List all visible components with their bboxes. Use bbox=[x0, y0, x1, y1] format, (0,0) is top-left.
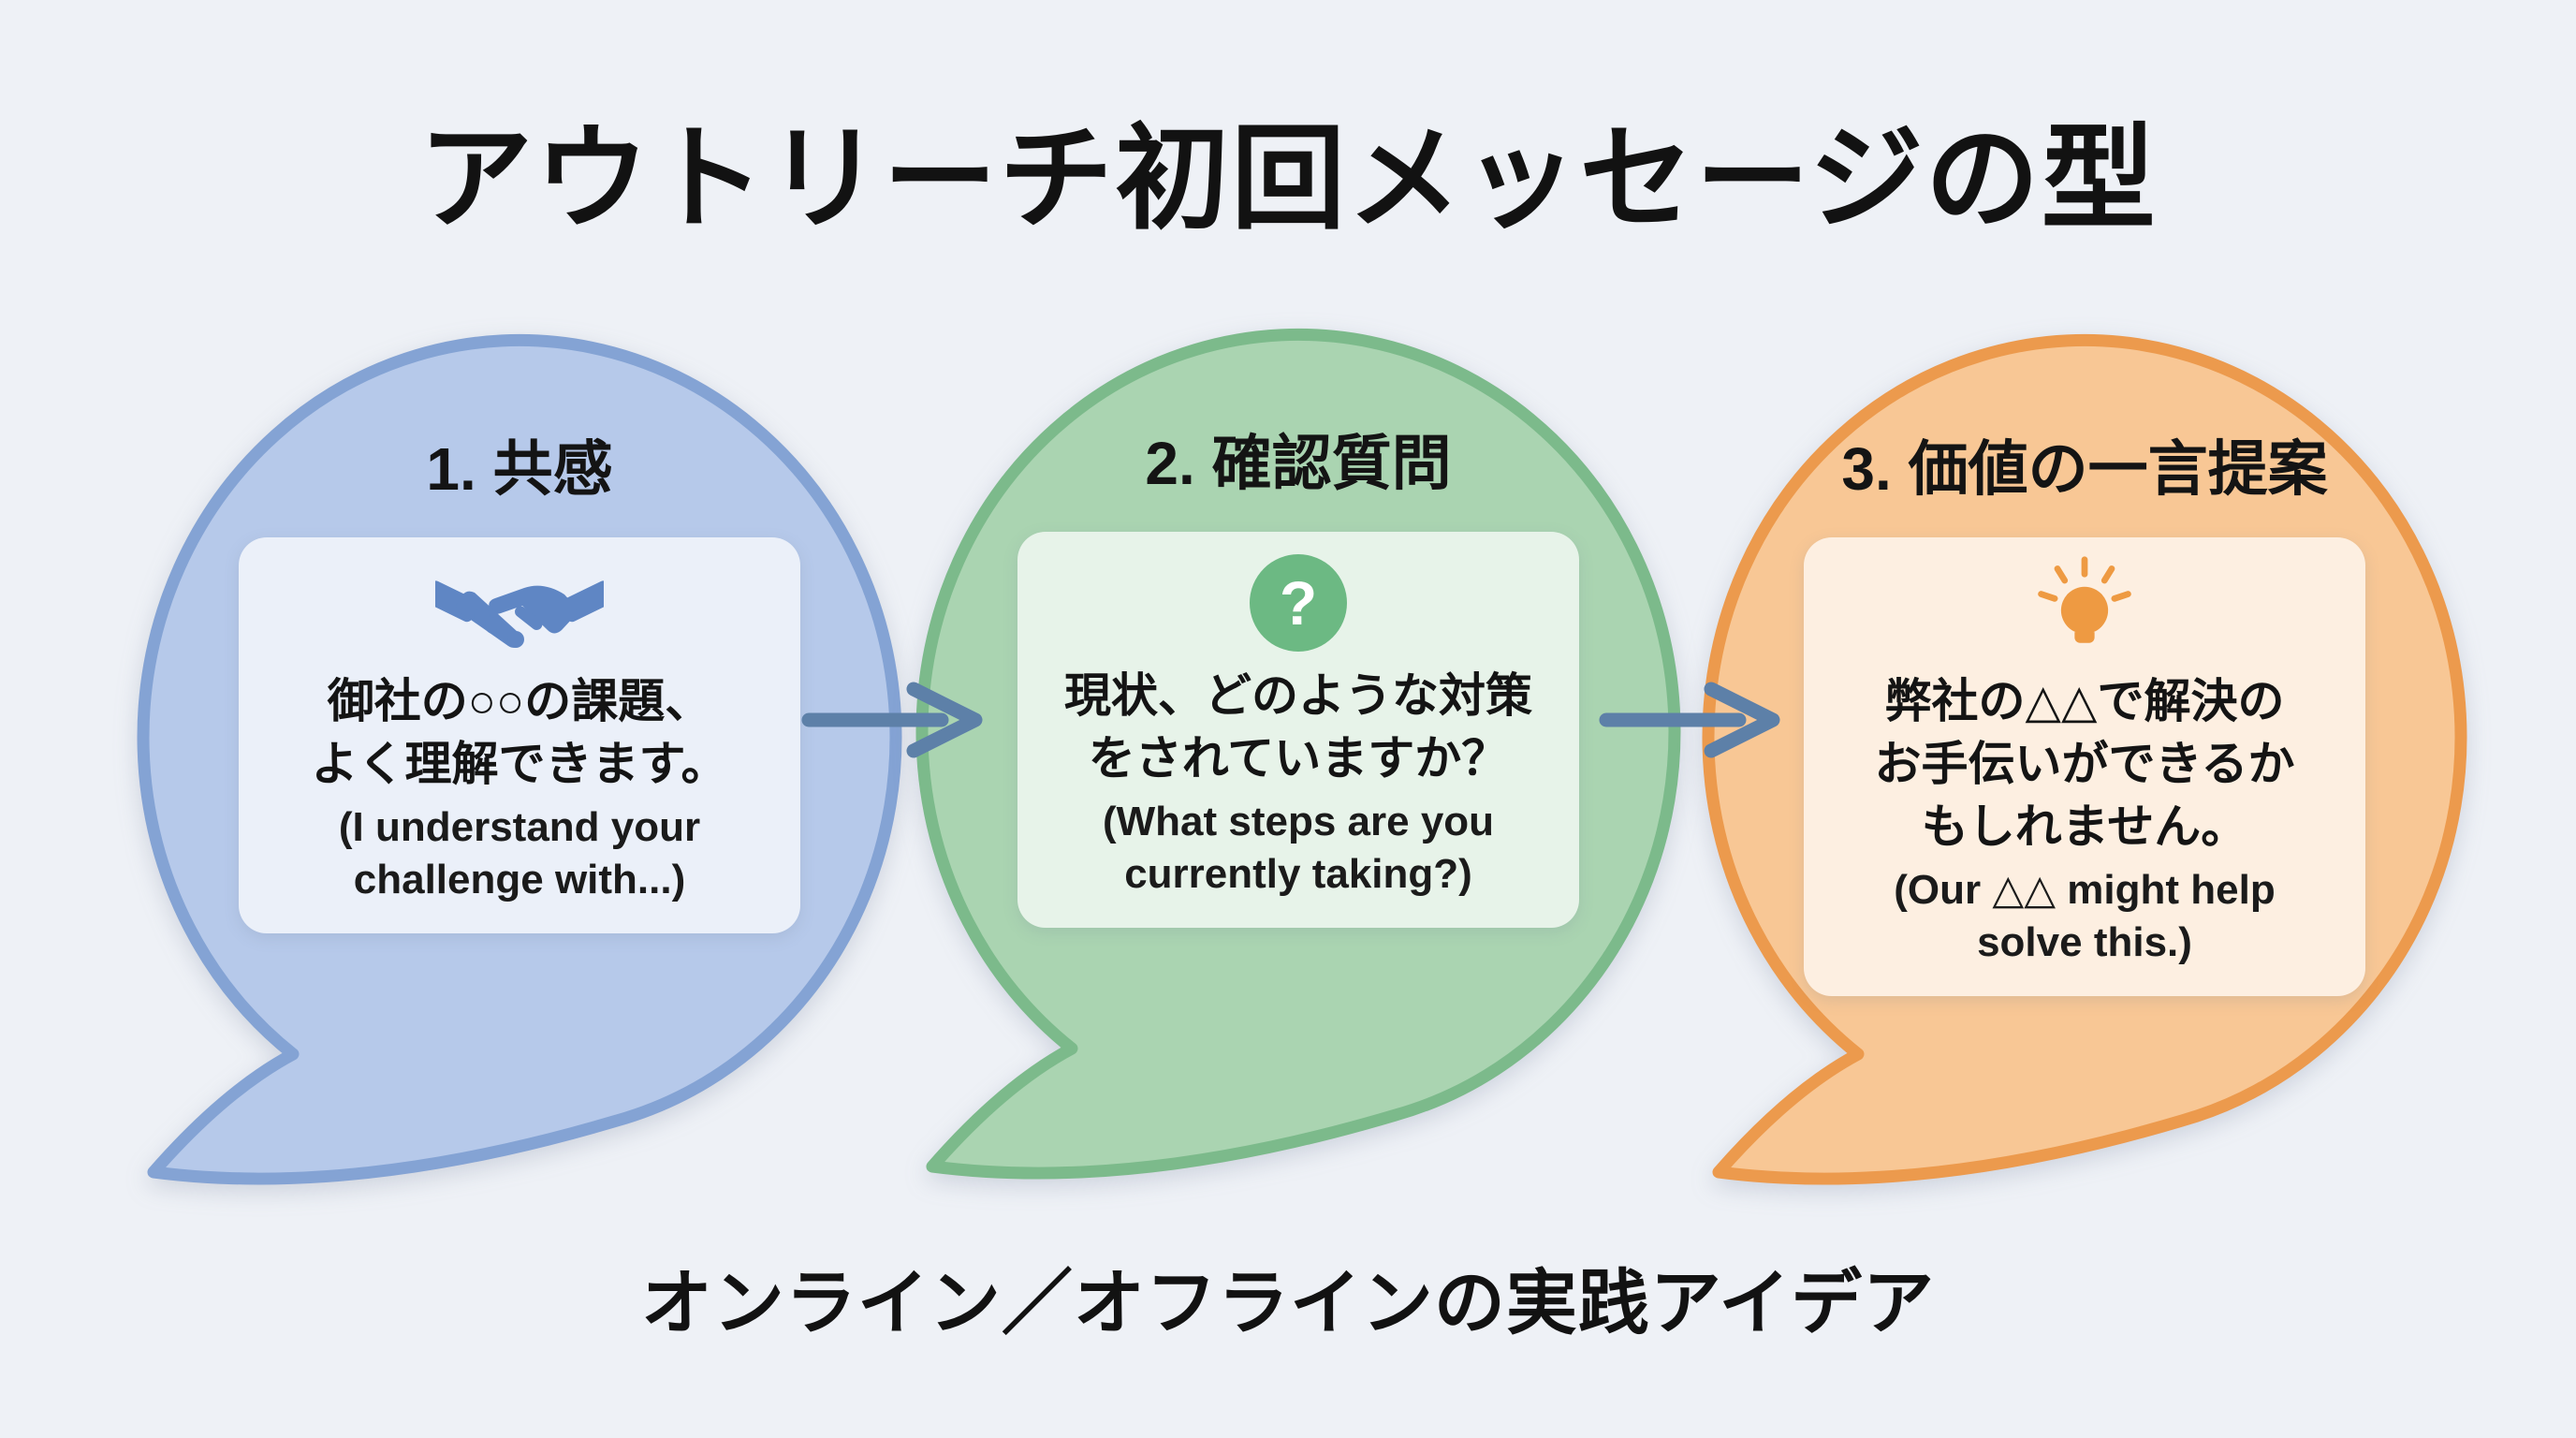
step-text-jp: 弊社の△△で解決の お手伝いができるか もしれません。 bbox=[1874, 675, 2295, 853]
step-text-en: (Our △△ might help solve this.) bbox=[1894, 867, 2276, 966]
step-heading: 2. 確認質問 bbox=[1145, 430, 1452, 497]
step-card: 弊社の△△で解決の お手伝いができるか もしれません。 (Our △△ migh… bbox=[1804, 537, 2365, 996]
step-text-en: (What steps are you currently taking?) bbox=[1102, 799, 1495, 898]
step-text-en: (I understand your challenge with...) bbox=[338, 804, 701, 903]
icon-row: ? bbox=[1029, 549, 1568, 657]
speech-bubble-empathy: 1. 共感 御社の○○の課題、 よく bbox=[131, 328, 908, 1226]
flow-arrow-2 bbox=[1599, 682, 1780, 758]
speech-bubble-question: 2. 確認質問 ? 現状、どのような対策 をされていますか？ (What ste… bbox=[910, 322, 1687, 1221]
footer-caption: オンライン／オフラインの実践アイデア bbox=[640, 1264, 1936, 1343]
step-heading: 3. 価値の一言提案 bbox=[1841, 435, 2328, 503]
lightbulb-icon bbox=[2038, 556, 2131, 643]
icon-row bbox=[1815, 554, 2354, 663]
step-card: 御社の○○の課題、 よく理解できます。 (I understand your c… bbox=[239, 537, 800, 933]
question-glyph: ? bbox=[1279, 568, 1318, 638]
step-text-jp: 御社の○○の課題、 よく理解できます。 bbox=[311, 675, 728, 790]
page-title: アウトリーチ初回メッセージの型 bbox=[418, 115, 2158, 242]
handshake-icon bbox=[435, 580, 604, 648]
flow-arrow-1 bbox=[801, 682, 983, 758]
step-text-jp: 現状、どのような対策 をされていますか？ bbox=[1064, 669, 1532, 785]
question-icon: ? bbox=[1250, 554, 1347, 652]
step-heading: 1. 共感 bbox=[426, 435, 613, 503]
speech-bubble-value: 3. 価値の一言提案 弊社の△△で解決の お bbox=[1696, 328, 2473, 1226]
step-card: ? 現状、どのような対策 をされていますか？ (What steps are y… bbox=[1017, 532, 1579, 928]
icon-row bbox=[250, 554, 789, 663]
